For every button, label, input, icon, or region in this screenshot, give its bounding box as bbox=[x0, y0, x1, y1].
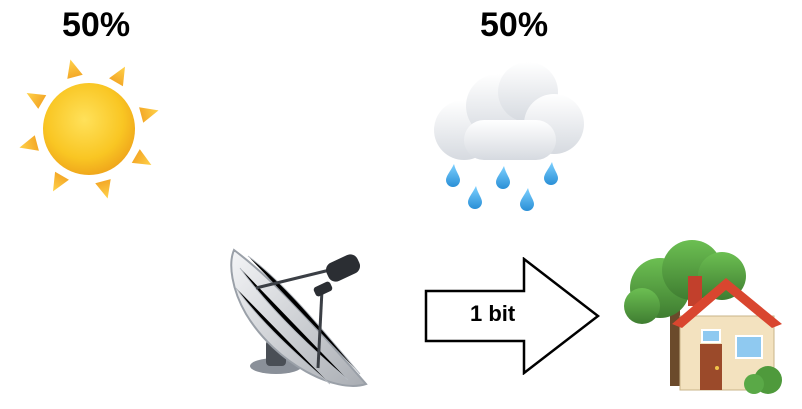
house-with-tree-icon bbox=[624, 240, 782, 394]
sun-probability: 50% bbox=[62, 6, 131, 44]
sun-icon bbox=[19, 59, 159, 199]
rain-probability: 50% bbox=[480, 6, 549, 44]
right-arrow-icon bbox=[424, 257, 600, 375]
rain-cloud-icon bbox=[434, 62, 584, 211]
satellite-dish-icon bbox=[230, 248, 368, 387]
channel-label: 1 bit bbox=[470, 301, 516, 326]
